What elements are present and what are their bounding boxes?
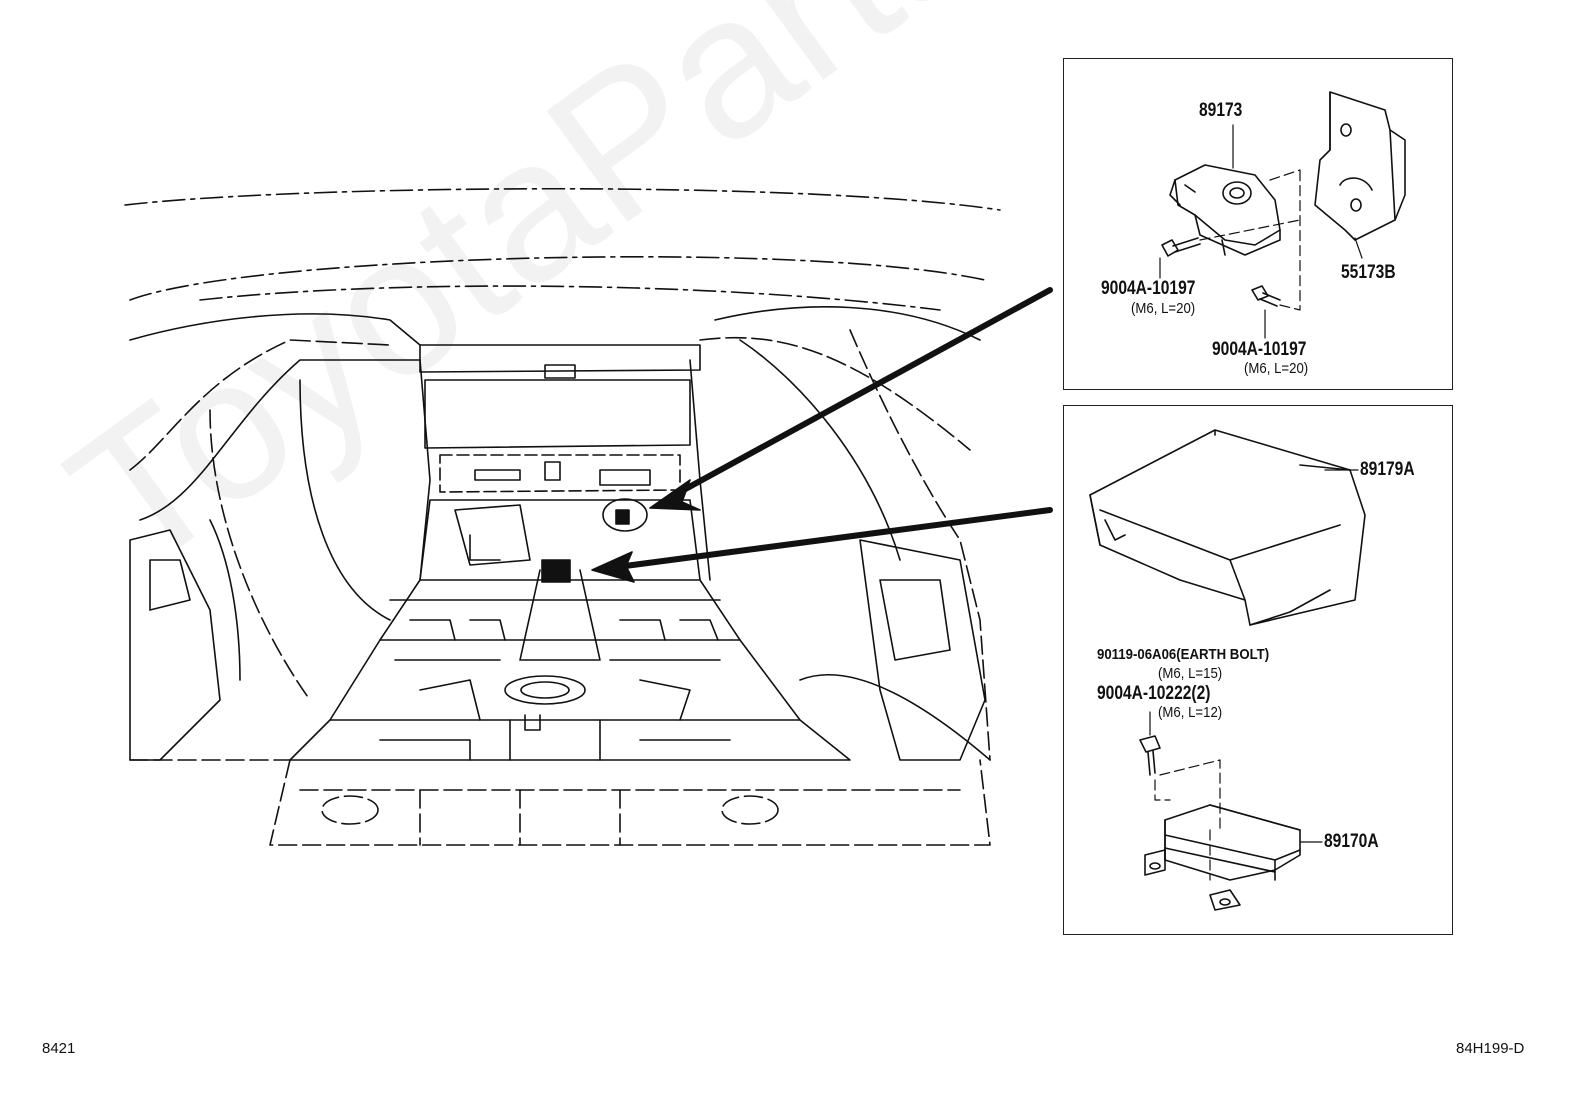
arrow-to-ecu [622,507,1053,569]
right-pillar [689,306,991,761]
sensor-leaders [1159,124,1363,339]
ecu-part-number: 89170A [1324,831,1379,852]
floor-pan [289,498,851,761]
ecu-detail-panel [1063,405,1453,935]
page-code-left: 8421 [42,1040,76,1057]
bracket-part-number: 55173B [1341,262,1396,283]
cover-part-number: 89179A [1360,459,1415,480]
bolt-b-part-number: 9004A-10197 [1212,339,1307,360]
bolt-b-illustration [1251,285,1281,307]
left-pillar [129,313,431,761]
roof-outline [124,187,1001,311]
earth-bolt-part-number: 90119-06A06(EARTH BOLT) [1097,646,1270,663]
ecu-bolt-spec: (M6, L=12) [1158,704,1223,721]
earth-bolt-spec: (M6, L=15) [1158,665,1223,682]
bracket-illustration [1314,91,1406,241]
ecu-bolt-illustration [1139,735,1161,776]
rear-floor [129,759,991,846]
back-panel [419,344,701,493]
sensor-part-number: 89173 [1199,100,1243,121]
arrow-to-sensor [677,287,1053,495]
ecu-assembly-guides [1154,759,1221,881]
ecu-cover-illustration [1089,429,1366,626]
ecu-bolt-part-number: 9004A-10222(2) [1097,683,1211,704]
bolt-b-spec: (M6, L=20) [1244,360,1309,377]
bolt-a-part-number: 9004A-10197 [1101,278,1196,299]
bolt-a-spec: (M6, L=20) [1131,300,1196,317]
sensor-location-marker [615,509,630,525]
sensor-detail-panel [1063,58,1453,390]
ecu-leaders [1149,469,1359,843]
ecu-illustration [1144,804,1301,911]
airbag-sensor-illustration [1169,164,1281,256]
ecu-location-marker [541,559,571,583]
diagram-code-right: 84H199-D [1456,1040,1525,1057]
bolt-a-illustration [1161,237,1201,257]
sensor-assembly-guides [1199,169,1301,311]
